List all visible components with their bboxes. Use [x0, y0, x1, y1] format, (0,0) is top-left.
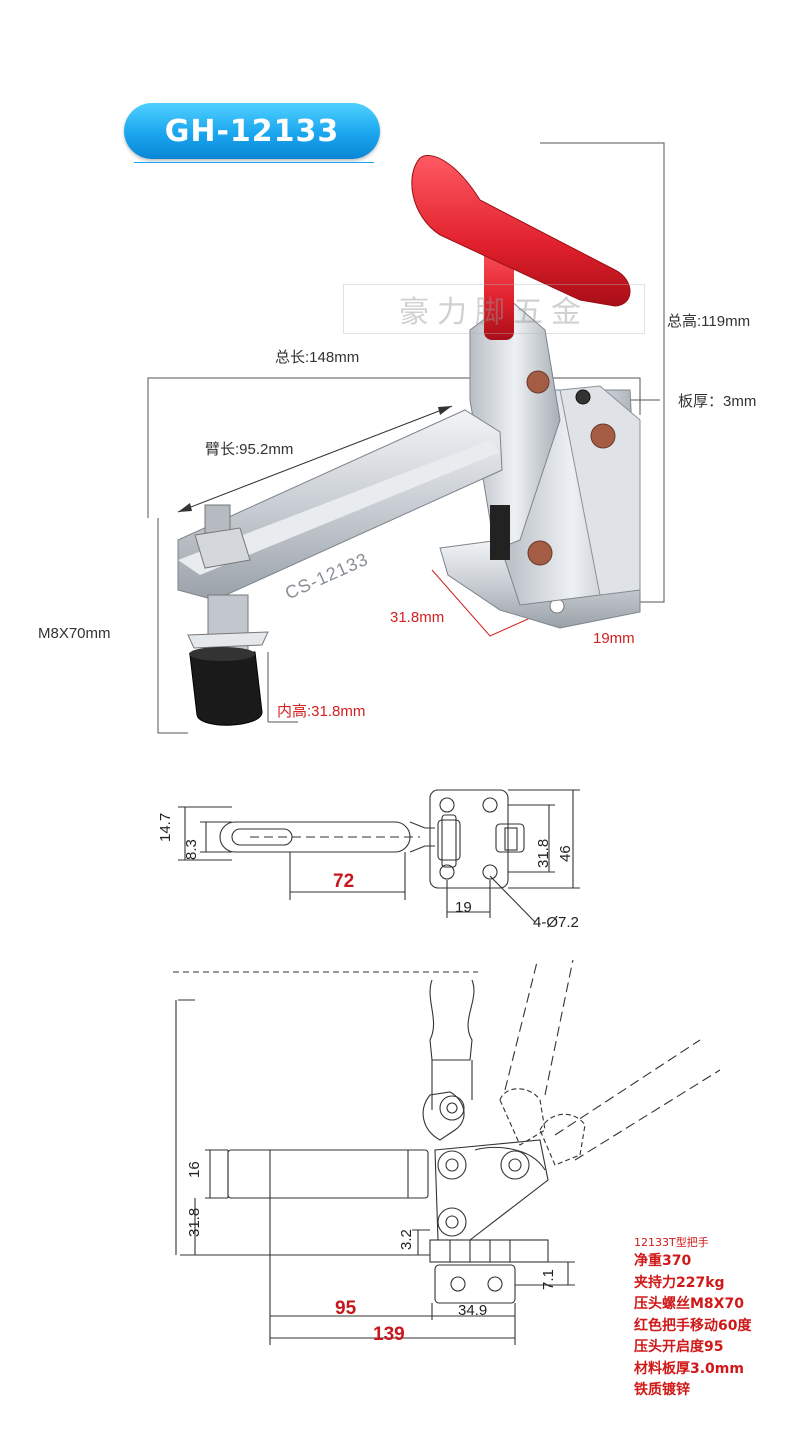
spec-opening: 压头开启度95	[634, 1339, 724, 1355]
badge-underline	[134, 162, 374, 163]
arm-length-arrow	[177, 405, 453, 513]
dim-139: 139	[373, 1324, 405, 1345]
spec-press-screw: 压头螺丝M8X70	[634, 1296, 744, 1312]
dim-72: 72	[333, 871, 355, 892]
dim-16: 16	[186, 1161, 203, 1178]
spindle-thread	[204, 504, 231, 534]
arrow-head-right	[438, 406, 452, 415]
rubber-stop	[490, 505, 510, 560]
spec-plate-thickness: 材料板厚3.0mm	[634, 1360, 744, 1377]
spec-handle-angle: 红色把手移动60度	[634, 1317, 752, 1334]
spec-material: 铁质镀锌	[634, 1382, 690, 1398]
arrow-head-left	[178, 503, 192, 512]
spec-list: 12133T型把手 净重370 夹持力227kg 压头螺丝M8X70 红色把手移…	[634, 1235, 751, 1402]
dim-95: 95	[335, 1298, 357, 1319]
dim-14-7: 14.7	[157, 812, 174, 842]
hole-spacing-b-label: 19mm	[593, 630, 635, 647]
plate-screw	[575, 389, 591, 405]
dim-31-8-top: 31.8	[535, 838, 552, 868]
hole-spacing-a-label: 31.8mm	[390, 609, 445, 626]
side-view-drawing	[173, 960, 721, 1345]
clamp-photo	[147, 142, 665, 734]
dim-3-2: 3.2	[398, 1229, 415, 1250]
red-t-handle	[411, 154, 631, 307]
rivet-upper	[590, 423, 616, 449]
dim-46: 46	[557, 845, 574, 862]
spec-net-weight: 净重370	[634, 1253, 692, 1269]
spec-clamping-force: 夹持力227kg	[634, 1274, 725, 1291]
dim-31-8-side: 31.8	[186, 1207, 203, 1237]
dim-7-1: 7.1	[540, 1269, 557, 1290]
top-view-drawing	[178, 789, 580, 923]
watermark: 豪力脚五金	[343, 284, 645, 334]
rubber-pressure-tip	[189, 651, 263, 726]
total-length-label: 总长:148mm	[275, 349, 360, 366]
model-badge-label: GH-12133	[164, 113, 340, 149]
dim-8-3: 8.3	[183, 839, 200, 860]
arm-length-label: 臂长:95.2mm	[205, 441, 294, 458]
inner-height-label: 内高:31.8mm	[277, 703, 366, 720]
plate-thickness-label: 板厚：3mm	[678, 393, 757, 410]
dim-34-9: 34.9	[458, 1302, 488, 1319]
rivet-lower	[527, 540, 553, 566]
hex-nut	[194, 527, 251, 569]
holes-dimension: 4-Ø7.2	[533, 914, 579, 931]
model-badge: GH-12133	[124, 103, 380, 159]
screw-label: M8X70mm	[38, 625, 111, 642]
dim-19: 19	[455, 899, 472, 916]
total-height-label: 总高:119mm	[667, 313, 751, 330]
spec-title: 12133T型把手	[634, 1236, 709, 1249]
photo-dimension-lines	[147, 142, 665, 734]
